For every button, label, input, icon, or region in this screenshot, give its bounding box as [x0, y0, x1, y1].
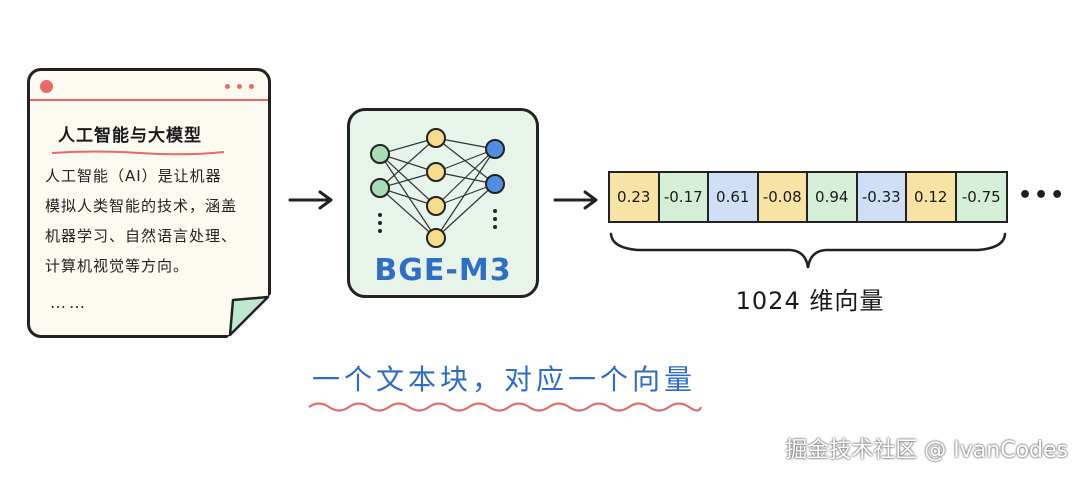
vector-strip: 0.23 -0.17 0.61 -0.08 0.94 -0.33 0.12 -0… — [608, 171, 1008, 223]
page-fold-icon — [227, 294, 271, 338]
menu-dot-icon — [249, 84, 254, 89]
document-line: 计算机视觉等方向。 — [45, 257, 190, 275]
document-body: 人工智能（AI）是让机器 模拟人类智能的技术，涵盖 机器学习、自然语言处理、 计… — [45, 161, 260, 281]
vector-more-dots: ••• — [1018, 183, 1067, 208]
vector-cell: 0.23 — [610, 173, 660, 221]
document-ellipsis: …… — [50, 293, 88, 312]
vector-cell: -0.75 — [956, 173, 1006, 221]
vector-cell: 0.12 — [907, 173, 957, 221]
document-title-bar — [30, 71, 268, 101]
brace-icon — [609, 232, 1007, 269]
title-underline — [51, 150, 225, 156]
document-line: 机器学习、自然语言处理、 — [45, 227, 238, 245]
dimension-label: 1024 维向量 — [735, 287, 885, 315]
document-line: 模拟人类智能的技术，涵盖 — [45, 197, 238, 215]
arrow-right-icon — [553, 190, 598, 210]
vector-cell: -0.17 — [659, 173, 709, 221]
vector-cell: 0.94 — [808, 173, 858, 221]
caption: 一个文本块，对应一个向量 — [312, 363, 697, 396]
vector-cell: -0.08 — [758, 173, 808, 221]
document-line: 人工智能（AI）是让机器 — [45, 167, 222, 185]
document-title: 人工智能与大模型 — [58, 126, 202, 146]
arrow-right-icon — [288, 190, 333, 210]
watermark: 掘金技术社区 @ IvanCodes — [785, 438, 1068, 463]
vector-cell: -0.33 — [857, 173, 907, 221]
menu-dot-icon — [225, 84, 230, 89]
vector-cell: 0.61 — [709, 173, 759, 221]
model-box: BGE-M3 — [347, 108, 539, 298]
wavy-underline — [308, 402, 703, 412]
neural-network-icon — [370, 128, 505, 248]
model-label: BGE-M3 — [374, 253, 512, 288]
document-card: 人工智能与大模型 人工智能（AI）是让机器 模拟人类智能的技术，涵盖 机器学习、… — [27, 68, 271, 338]
window-dot-icon — [40, 80, 53, 93]
menu-dot-icon — [237, 84, 242, 89]
